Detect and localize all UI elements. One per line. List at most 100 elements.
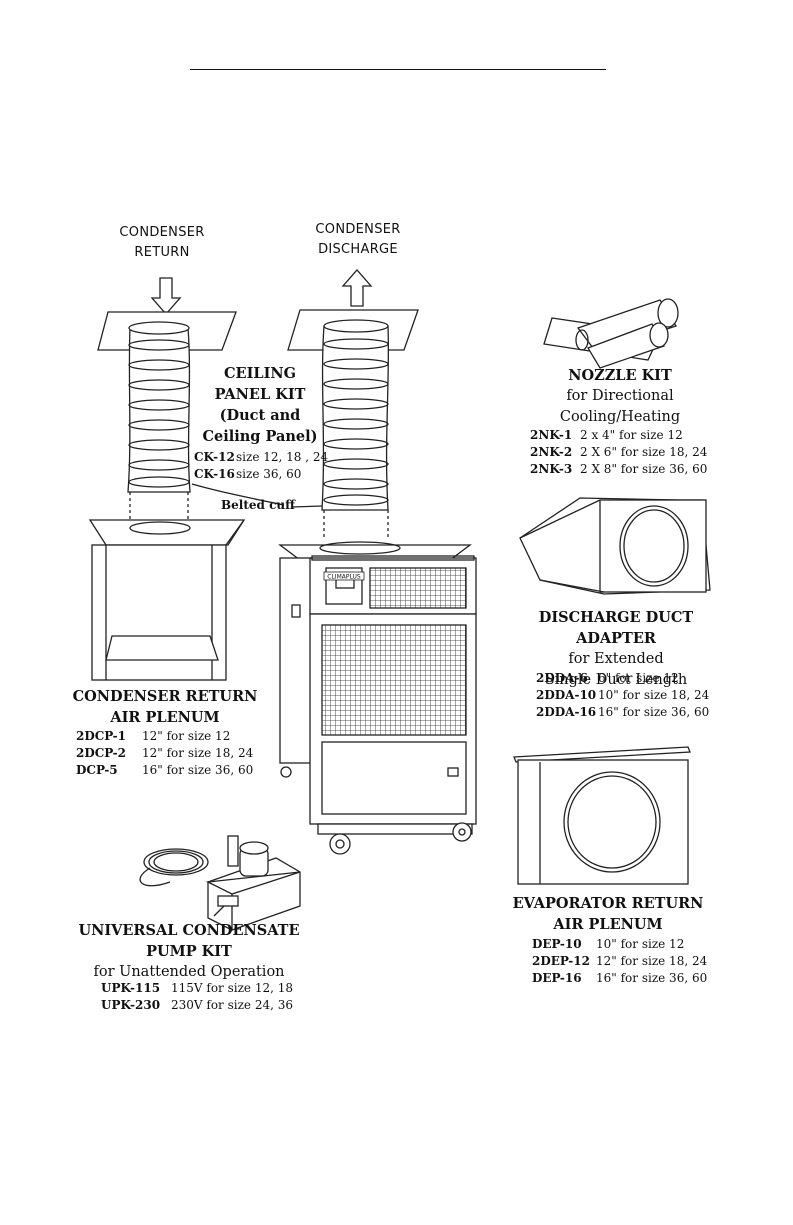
- evaporator-return-plenum-illustration: [513, 746, 691, 885]
- condenser-discharge-line-1: CONDENSER: [315, 222, 401, 237]
- part-code: 2DCP-1: [76, 729, 127, 743]
- part-desc: 16" for size 36, 60: [596, 971, 708, 985]
- part-desc: 115V for size 12, 18: [171, 981, 294, 995]
- condenser-return-label: CONDENSER RETURN: [90, 223, 234, 263]
- part-desc: 12" for size 18, 24: [142, 746, 254, 760]
- part-code: 2DEP-12: [532, 954, 590, 968]
- part-code: 2NK-3: [530, 462, 573, 476]
- condenser-discharge-line-2: DISCHARGE: [318, 242, 398, 257]
- part-desc: 2 x 4" for size 12: [580, 428, 683, 442]
- condenser-return-plenum: [88, 519, 246, 681]
- part-row: DCP-5 16" for size 36, 60: [76, 762, 253, 779]
- unit-logo: CLIMAPLUS: [327, 574, 361, 581]
- condensate-pump-kit-parts: UPK-115 115V for size 12, 18 UPK-230 230V …: [101, 980, 293, 1014]
- part-row: UPK-230 230V for size 24, 36: [101, 997, 293, 1014]
- part-row: DEP-16 16" for size 36, 60: [532, 970, 707, 987]
- discharge-arrow-icon: [341, 269, 373, 307]
- top-rule: [190, 69, 606, 70]
- part-desc: 16" for size 36, 60: [142, 763, 254, 777]
- evaporator-return-plenum-block: EVAPORATOR RETURN AIR PLENUM: [508, 893, 708, 935]
- part-desc: 10" for size 18, 24: [598, 688, 710, 702]
- discharge-duct-adapter-subtitle-line-2: Single Duct Length: [544, 672, 688, 688]
- condenser-return-plenum-parts: 2DCP-1 12" for size 12 2DCP-2 12" for size…: [76, 728, 253, 779]
- condenser-return-plenum-block: CONDENSER RETURN AIR PLENUM: [60, 686, 270, 728]
- ceiling-panel-kit-title: CEILING PANEL KIT (Duct and Ceiling Pane…: [202, 363, 318, 447]
- part-code: DEP-16: [532, 971, 582, 985]
- part-desc: 12" for size 12: [142, 729, 231, 743]
- condenser-return-plenum-title-line-1: CONDENSER RETURN: [72, 688, 258, 705]
- nozzle-kit-parts: 2NK-1 2 x 4" for size 12 2NK-2 2 X 6" for …: [530, 427, 707, 478]
- part-code: 2NK-2: [530, 445, 573, 459]
- evaporator-return-plenum-parts: DEP-10 10" for size 12 2DEP-12 12" for siz…: [532, 936, 707, 987]
- evaporator-return-plenum-title-line-1: EVAPORATOR RETURN: [512, 895, 704, 912]
- ceiling-panel-kit-title-line-3: (Duct and: [219, 407, 301, 424]
- condensate-pump-kit-block: UNIVERSAL CONDENSATE PUMP KIT for Unatte…: [74, 920, 304, 983]
- ceiling-panel-kit-title-line-2: PANEL KIT: [214, 386, 306, 403]
- part-desc: 6" for size 12: [598, 671, 679, 685]
- discharge-duct-adapter-block: DISCHARGE DUCT ADAPTER for Extended Sing…: [505, 607, 727, 691]
- part-desc: size 12, 18 , 24: [236, 450, 329, 464]
- ceiling-panel-kit-title-line-4: Ceiling Panel): [202, 428, 318, 445]
- part-desc: 10" for size 12: [596, 937, 685, 951]
- portable-ac-unit: [278, 541, 477, 855]
- part-code: 2DCP-2: [76, 746, 127, 760]
- evaporator-return-plenum-title-line-2: AIR PLENUM: [553, 916, 663, 933]
- part-code: 2DDA-10: [536, 688, 597, 702]
- part-code: UPK-115: [101, 981, 161, 995]
- part-desc: size 36, 60: [236, 467, 302, 481]
- condenser-return-plenum-title-line-2: AIR PLENUM: [110, 709, 220, 726]
- part-code: 2NK-1: [530, 428, 573, 442]
- part-code: DCP-5: [76, 763, 118, 777]
- condensate-pump-illustration: [139, 835, 301, 931]
- condensate-pump-kit-subtitle: for Unattended Operation: [93, 964, 285, 980]
- part-desc: 12" for size 18, 24: [596, 954, 708, 968]
- part-row: UPK-115 115V for size 12, 18: [101, 980, 293, 997]
- part-code: 2DDA-16: [536, 705, 597, 719]
- nozzle-kit-title: NOZZLE KIT: [568, 367, 672, 384]
- condenser-return-line-1: CONDENSER: [119, 225, 205, 240]
- condenser-discharge-label: CONDENSER DISCHARGE: [286, 220, 430, 260]
- discharge-duct-adapter-subtitle-line-1: for Extended: [568, 651, 664, 667]
- discharge-duct-adapter-illustration: [519, 497, 711, 595]
- part-code: 2DDA-6: [536, 671, 588, 685]
- part-desc: 230V for size 24, 36: [171, 998, 294, 1012]
- part-code: CK-16: [194, 467, 235, 481]
- return-arrow-icon: [150, 277, 182, 315]
- part-desc: 16" for size 36, 60: [598, 705, 710, 719]
- duct-right: [321, 319, 390, 540]
- ceiling-panel-kit-title-line-1: CEILING: [224, 365, 296, 382]
- part-row: 2DEP-12 12" for size 18, 24: [532, 953, 707, 970]
- part-row: DEP-10 10" for size 12: [532, 936, 707, 953]
- part-desc: 2 X 8" for size 36, 60: [580, 462, 708, 476]
- belted-cuff-leader-right: [291, 505, 323, 508]
- duct-left: [127, 321, 191, 520]
- nozzle-kit-block: NOZZLE KIT for Directional Cooling/Heati…: [530, 365, 710, 428]
- ceiling-panel-kit-block: CEILING PANEL KIT (Duct and Ceiling Pane…: [202, 363, 318, 447]
- discharge-duct-adapter-title: DISCHARGE DUCT ADAPTER: [538, 609, 694, 647]
- part-desc: 2 X 6" for size 18, 24: [580, 445, 708, 459]
- part-code: DEP-10: [532, 937, 582, 951]
- part-row: 2DCP-2 12" for size 18, 24: [76, 745, 253, 762]
- part-code: UPK-230: [101, 998, 161, 1012]
- nozzle-kit-subtitle-line-1: for Directional: [566, 388, 674, 404]
- part-row: 2DCP-1 12" for size 12: [76, 728, 253, 745]
- part-row: 2NK-3 2 X 8" for size 36, 60: [530, 461, 707, 478]
- part-row: 2NK-1 2 x 4" for size 12: [530, 427, 707, 444]
- condensate-pump-kit-title-line-1: UNIVERSAL CONDENSATE: [78, 922, 300, 939]
- nozzle-kit-illustration: [543, 298, 679, 369]
- condenser-return-line-2: RETURN: [134, 245, 190, 260]
- belted-cuff-leader-left: [191, 483, 285, 506]
- part-code: CK-12: [194, 450, 235, 464]
- part-row: 2NK-2 2 X 6" for size 18, 24: [530, 444, 707, 461]
- belted-cuff-label: Belted cuff: [221, 498, 295, 512]
- nozzle-kit-subtitle-line-2: Cooling/Heating: [559, 409, 681, 425]
- condensate-pump-kit-title-line-2: PUMP KIT: [146, 943, 232, 960]
- part-row: 2DDA-6 6" for size 12: [536, 670, 709, 687]
